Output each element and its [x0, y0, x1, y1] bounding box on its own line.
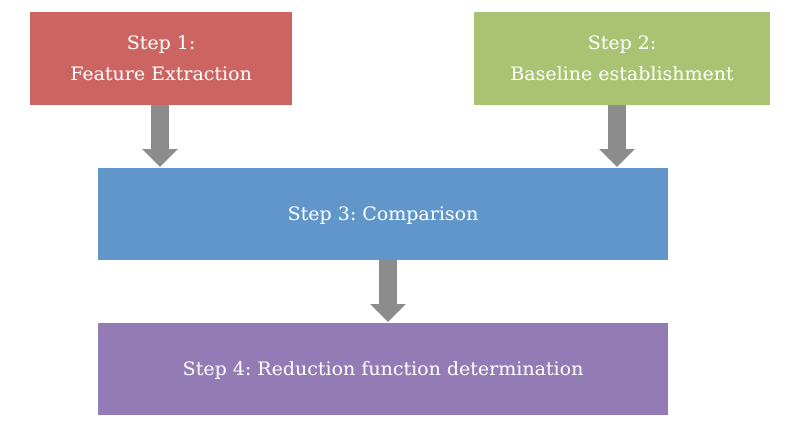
arrow-shaft — [379, 260, 397, 304]
arrow-shaft — [608, 105, 626, 149]
step-4-title: Step 4: Reduction function determination — [182, 357, 584, 380]
arrow-head — [142, 149, 178, 167]
step-2-box: Step 2: Baseline establishment — [474, 12, 770, 105]
arrow-shaft — [151, 105, 169, 149]
step-1-number: Step 1: — [126, 31, 196, 54]
step-1-box: Step 1: Feature Extraction — [30, 12, 292, 105]
step-3-title: Step 3: Comparison — [287, 202, 479, 225]
step-1-title: Feature Extraction — [70, 62, 252, 85]
step-4-box: Step 4: Reduction function determination — [98, 323, 668, 415]
arrow-step2-to-step3 — [599, 105, 635, 167]
step-2-title: Baseline establishment — [510, 62, 734, 85]
arrow-head — [599, 149, 635, 167]
arrow-step1-to-step3 — [142, 105, 178, 167]
step-2-number: Step 2: — [587, 31, 657, 54]
arrow-step3-to-step4 — [370, 260, 406, 322]
arrow-head — [370, 304, 406, 322]
step-3-box: Step 3: Comparison — [98, 168, 668, 260]
